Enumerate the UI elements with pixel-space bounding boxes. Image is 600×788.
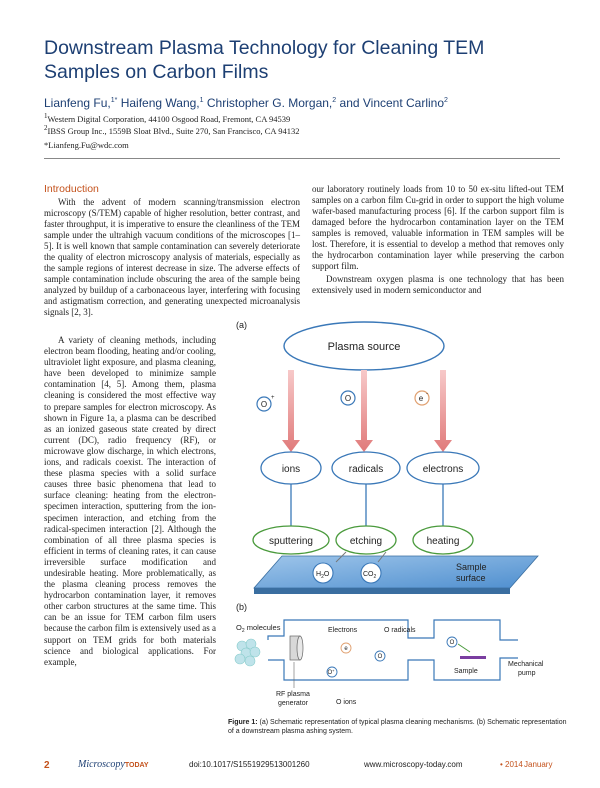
caption-text: (a) Schematic representation of typical … bbox=[228, 719, 567, 735]
etching-ellipse bbox=[335, 525, 397, 555]
figure-1: (a) Plasma source O + O e - ions radical… bbox=[234, 320, 544, 707]
page-number: 2 bbox=[44, 760, 50, 771]
electrons-label: electrons bbox=[423, 464, 464, 475]
sputtering-ellipse bbox=[252, 525, 330, 555]
article-title: Downstream Plasma Technology for Cleanin… bbox=[44, 37, 485, 83]
radicals-label: radicals bbox=[349, 464, 383, 475]
section-heading: Introduction bbox=[44, 183, 99, 195]
paragraph: Downstream oxygen plasma is one technolo… bbox=[312, 274, 564, 295]
o-radicals-label: O radicals bbox=[384, 627, 416, 634]
o2-molecules-label: O2 molecules bbox=[236, 623, 281, 634]
radical-bubble bbox=[340, 390, 356, 406]
sample-surface-label-1: Sample bbox=[456, 562, 487, 572]
author-sup: 2 bbox=[444, 97, 448, 104]
chamber-radical-symbol: O bbox=[378, 654, 383, 660]
arrow-radicals bbox=[355, 370, 373, 452]
chamber-outline bbox=[267, 619, 518, 681]
author-name: Lianfeng Fu, bbox=[44, 96, 111, 110]
author-name: Christopher G. Morgan, bbox=[206, 96, 333, 110]
issue-year: • 2014 bbox=[500, 760, 523, 769]
ions-label: ions bbox=[282, 464, 300, 475]
chamber-electron-symbol: e bbox=[344, 646, 348, 652]
electron-charge: - bbox=[426, 391, 428, 397]
author-sup: 1* bbox=[110, 97, 118, 104]
chamber-electron-bubble bbox=[340, 642, 352, 654]
page-footer: 2 MicroscopyTODAY doi:10.1017/S155192951… bbox=[44, 759, 564, 774]
sample-surface-slab bbox=[253, 555, 539, 589]
heating-ellipse bbox=[412, 525, 474, 555]
sample-bar bbox=[460, 656, 486, 659]
ion-symbol: O bbox=[261, 400, 267, 409]
journal-url[interactable]: www.microscopy-today.com bbox=[364, 760, 463, 769]
electron-bubble bbox=[414, 390, 430, 406]
rf-generator-face bbox=[296, 635, 304, 661]
brand-name: Microscopy bbox=[78, 759, 125, 770]
paragraph: our laboratory routinely loads from 10 t… bbox=[312, 184, 564, 271]
affiliation-2: 2IBSS Group Inc., 1559B Sloat Blvd., Sui… bbox=[44, 124, 299, 136]
aff-sup: 1 bbox=[44, 112, 48, 120]
product-arrow bbox=[335, 551, 347, 563]
author-name: and Vincent Carlino bbox=[339, 96, 445, 110]
header-divider bbox=[44, 158, 560, 159]
etching-label: etching bbox=[350, 536, 382, 547]
o2-cluster bbox=[234, 638, 261, 667]
chamber-ion-bubble bbox=[326, 666, 338, 678]
sample-surface-label-2: surface bbox=[456, 573, 486, 583]
o-ions-label: O ions bbox=[336, 699, 357, 706]
arrow-ions bbox=[282, 370, 300, 452]
chamber-radical-bubble bbox=[374, 650, 386, 662]
sputtering-label: sputtering bbox=[269, 536, 313, 547]
brand-today: TODAY bbox=[124, 762, 149, 769]
ion-bubble bbox=[256, 396, 272, 412]
figure-caption: Figure 1: (a) Schematic representation o… bbox=[228, 718, 568, 736]
radical-symbol: O bbox=[345, 394, 351, 403]
author-sup: 1 bbox=[199, 97, 204, 104]
corresponding-email: *Lianfeng.Fu@wdc.com bbox=[44, 140, 129, 150]
electron-symbol: e bbox=[419, 394, 424, 403]
radical-arrow bbox=[457, 643, 471, 653]
co2-label: CO2 bbox=[363, 571, 377, 580]
affiliation-1: 1Western Digital Corporation, 44100 Osgo… bbox=[44, 112, 290, 124]
panel-a-label: (a) bbox=[236, 320, 247, 330]
author-name: Haifeng Wang, bbox=[120, 96, 200, 110]
author-sup: 2 bbox=[332, 97, 337, 104]
affiliation-text: Western Digital Corporation, 44100 Osgoo… bbox=[47, 113, 291, 124]
column-left-bottom: A variety of cleaning methods, including… bbox=[44, 335, 216, 668]
rf-label-2: generator bbox=[278, 700, 309, 707]
sample-label: Sample bbox=[454, 668, 478, 675]
caption-label: Figure 1: bbox=[228, 719, 258, 726]
h2o-label: H2O bbox=[316, 571, 330, 580]
author-list: Lianfeng Fu,1* Haifeng Wang,1 Christophe… bbox=[44, 96, 448, 110]
pump-label-2: pump bbox=[518, 670, 536, 677]
heating-label: heating bbox=[427, 536, 460, 547]
arrow-electrons bbox=[434, 370, 452, 452]
pump-label-1: Mechanical bbox=[508, 661, 544, 668]
panel-b-label: (b) bbox=[236, 602, 247, 612]
sample-chamber-radical bbox=[446, 636, 458, 648]
co2-bubble bbox=[360, 562, 382, 584]
issue-month: January bbox=[524, 760, 553, 769]
paragraph: With the advent of modern scanning/trans… bbox=[44, 197, 300, 317]
aff-sup: 2 bbox=[44, 124, 48, 132]
plasma-source-label: Plasma source bbox=[328, 341, 401, 353]
product-arrow bbox=[377, 551, 387, 563]
rf-label-1: RF plasma bbox=[276, 691, 310, 698]
sample-surface-edge bbox=[254, 588, 510, 594]
ion-charge: + bbox=[271, 395, 275, 401]
chamber-ion-symbol: O+ bbox=[327, 668, 335, 676]
journal-brand: MicroscopyTODAY bbox=[78, 759, 149, 770]
affiliation-text: IBSS Group Inc., 1559B Sloat Blvd., Suit… bbox=[47, 125, 300, 136]
paragraph: A variety of cleaning methods, including… bbox=[44, 335, 216, 667]
column-right-top: our laboratory routinely loads from 10 t… bbox=[312, 184, 564, 296]
doi-text: doi:10.1017/S1551929513001260 bbox=[189, 760, 310, 769]
electrons-chamber-label: Electrons bbox=[328, 627, 358, 634]
h2o-bubble bbox=[312, 562, 334, 584]
sample-chamber-radical-symbol: O bbox=[450, 640, 455, 646]
column-left-top: Introduction With the advent of modern s… bbox=[44, 184, 300, 318]
